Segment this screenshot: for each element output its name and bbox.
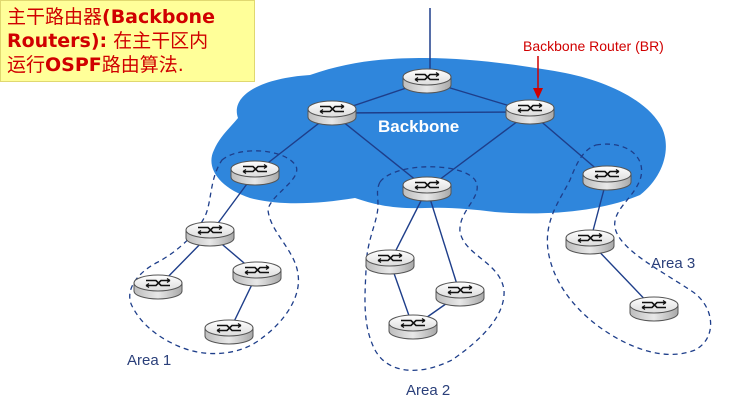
area2-boundary [364, 166, 505, 371]
backbone-router-br-icon [505, 99, 555, 125]
area1-boundary [129, 150, 300, 355]
backbone-region [211, 58, 666, 214]
backbone-router-top-icon [402, 68, 452, 94]
area1-router-b-icon [133, 274, 183, 300]
area1-router-d-icon [204, 319, 254, 345]
area2-router-a-icon [365, 249, 415, 275]
area3-router-a-icon [565, 229, 615, 255]
br-pointer-arrow [533, 56, 543, 99]
area-border-router-2-icon [402, 176, 452, 202]
backbone-router-note: 主干路由器(Backbone Routers): 在主干区内 运行OSPF路由算… [0, 0, 255, 82]
note-line-1: 主干路由器(Backbone [7, 6, 215, 28]
area2-label: Area 2 [406, 382, 450, 399]
backbone-router-label: Backbone Router (BR) [523, 38, 664, 54]
area3-boundary [546, 143, 712, 356]
area1-label: Area 1 [127, 352, 171, 369]
area1-router-a-icon [185, 221, 235, 247]
area-border-router-1-icon [230, 160, 280, 186]
area3-router-b-icon [629, 296, 679, 322]
area-border-router-3-icon [582, 165, 632, 191]
note-line-2: Routers): 在主干区内 [7, 30, 209, 52]
note-line-3: 运行OSPF路由算法. [7, 54, 184, 76]
area2-router-b-icon [435, 281, 485, 307]
backbone-router-left-icon [307, 100, 357, 126]
area1-router-c-icon [232, 261, 282, 287]
area3-label: Area 3 [651, 255, 695, 272]
backbone-label: Backbone [378, 117, 459, 136]
area2-router-c-icon [388, 314, 438, 340]
